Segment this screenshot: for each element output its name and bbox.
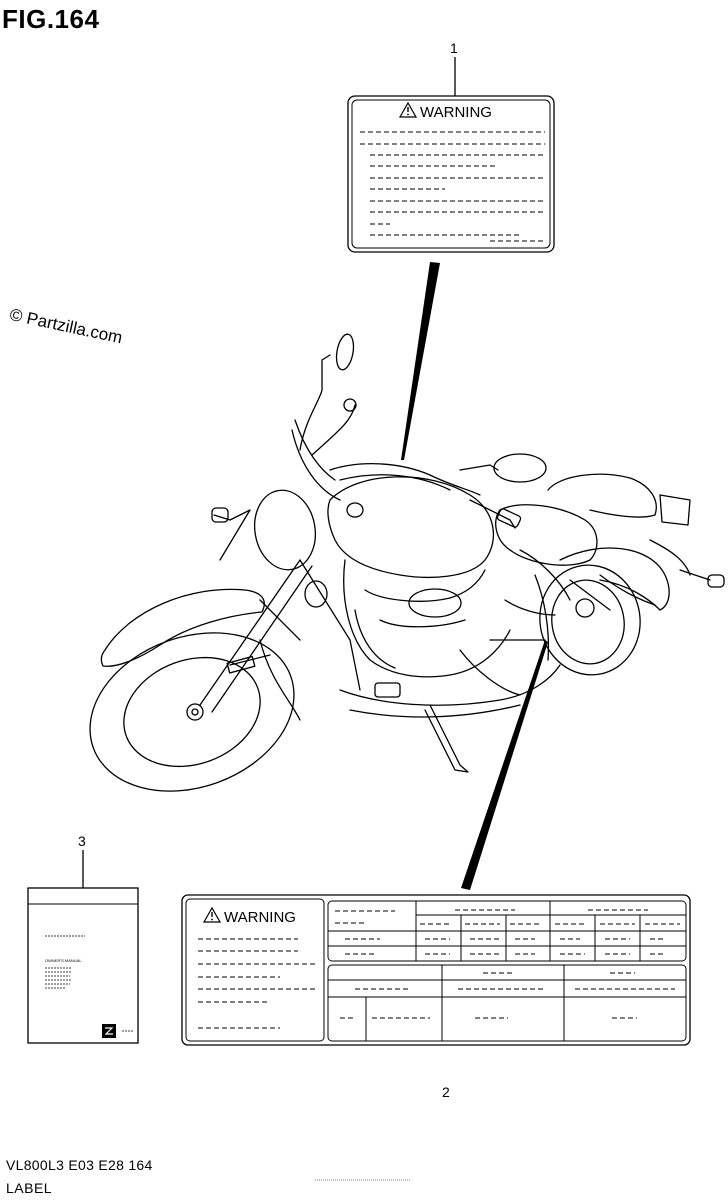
warning-label-bottom-heading: WARNING: [224, 909, 296, 926]
owners-manual-title: OWNER'S MANUAL: [45, 958, 82, 963]
figure-title: FIG.164: [2, 4, 100, 34]
callout-3: 3: [78, 833, 86, 849]
leader-arrow-1: [401, 262, 440, 460]
footer-model-code: VL800L3 E03 E28 164: [6, 1157, 153, 1173]
motorcycle-illustration: [89, 333, 725, 792]
owners-manual: OWNER'S MANUAL: [27, 887, 139, 1044]
callout-1: 1: [450, 40, 458, 56]
warning-label-top-heading: WARNING: [420, 104, 492, 121]
callout-2: 2: [442, 1084, 450, 1100]
warning-label-bottom: WARNING: [181, 894, 691, 1046]
warning-label-top: WARNING: [347, 95, 555, 253]
footer-section-name: LABEL: [6, 1180, 53, 1196]
warning-triangle-icon: [398, 101, 418, 118]
warning-triangle-icon: [202, 906, 222, 923]
leader-arrow-2: [461, 640, 548, 890]
